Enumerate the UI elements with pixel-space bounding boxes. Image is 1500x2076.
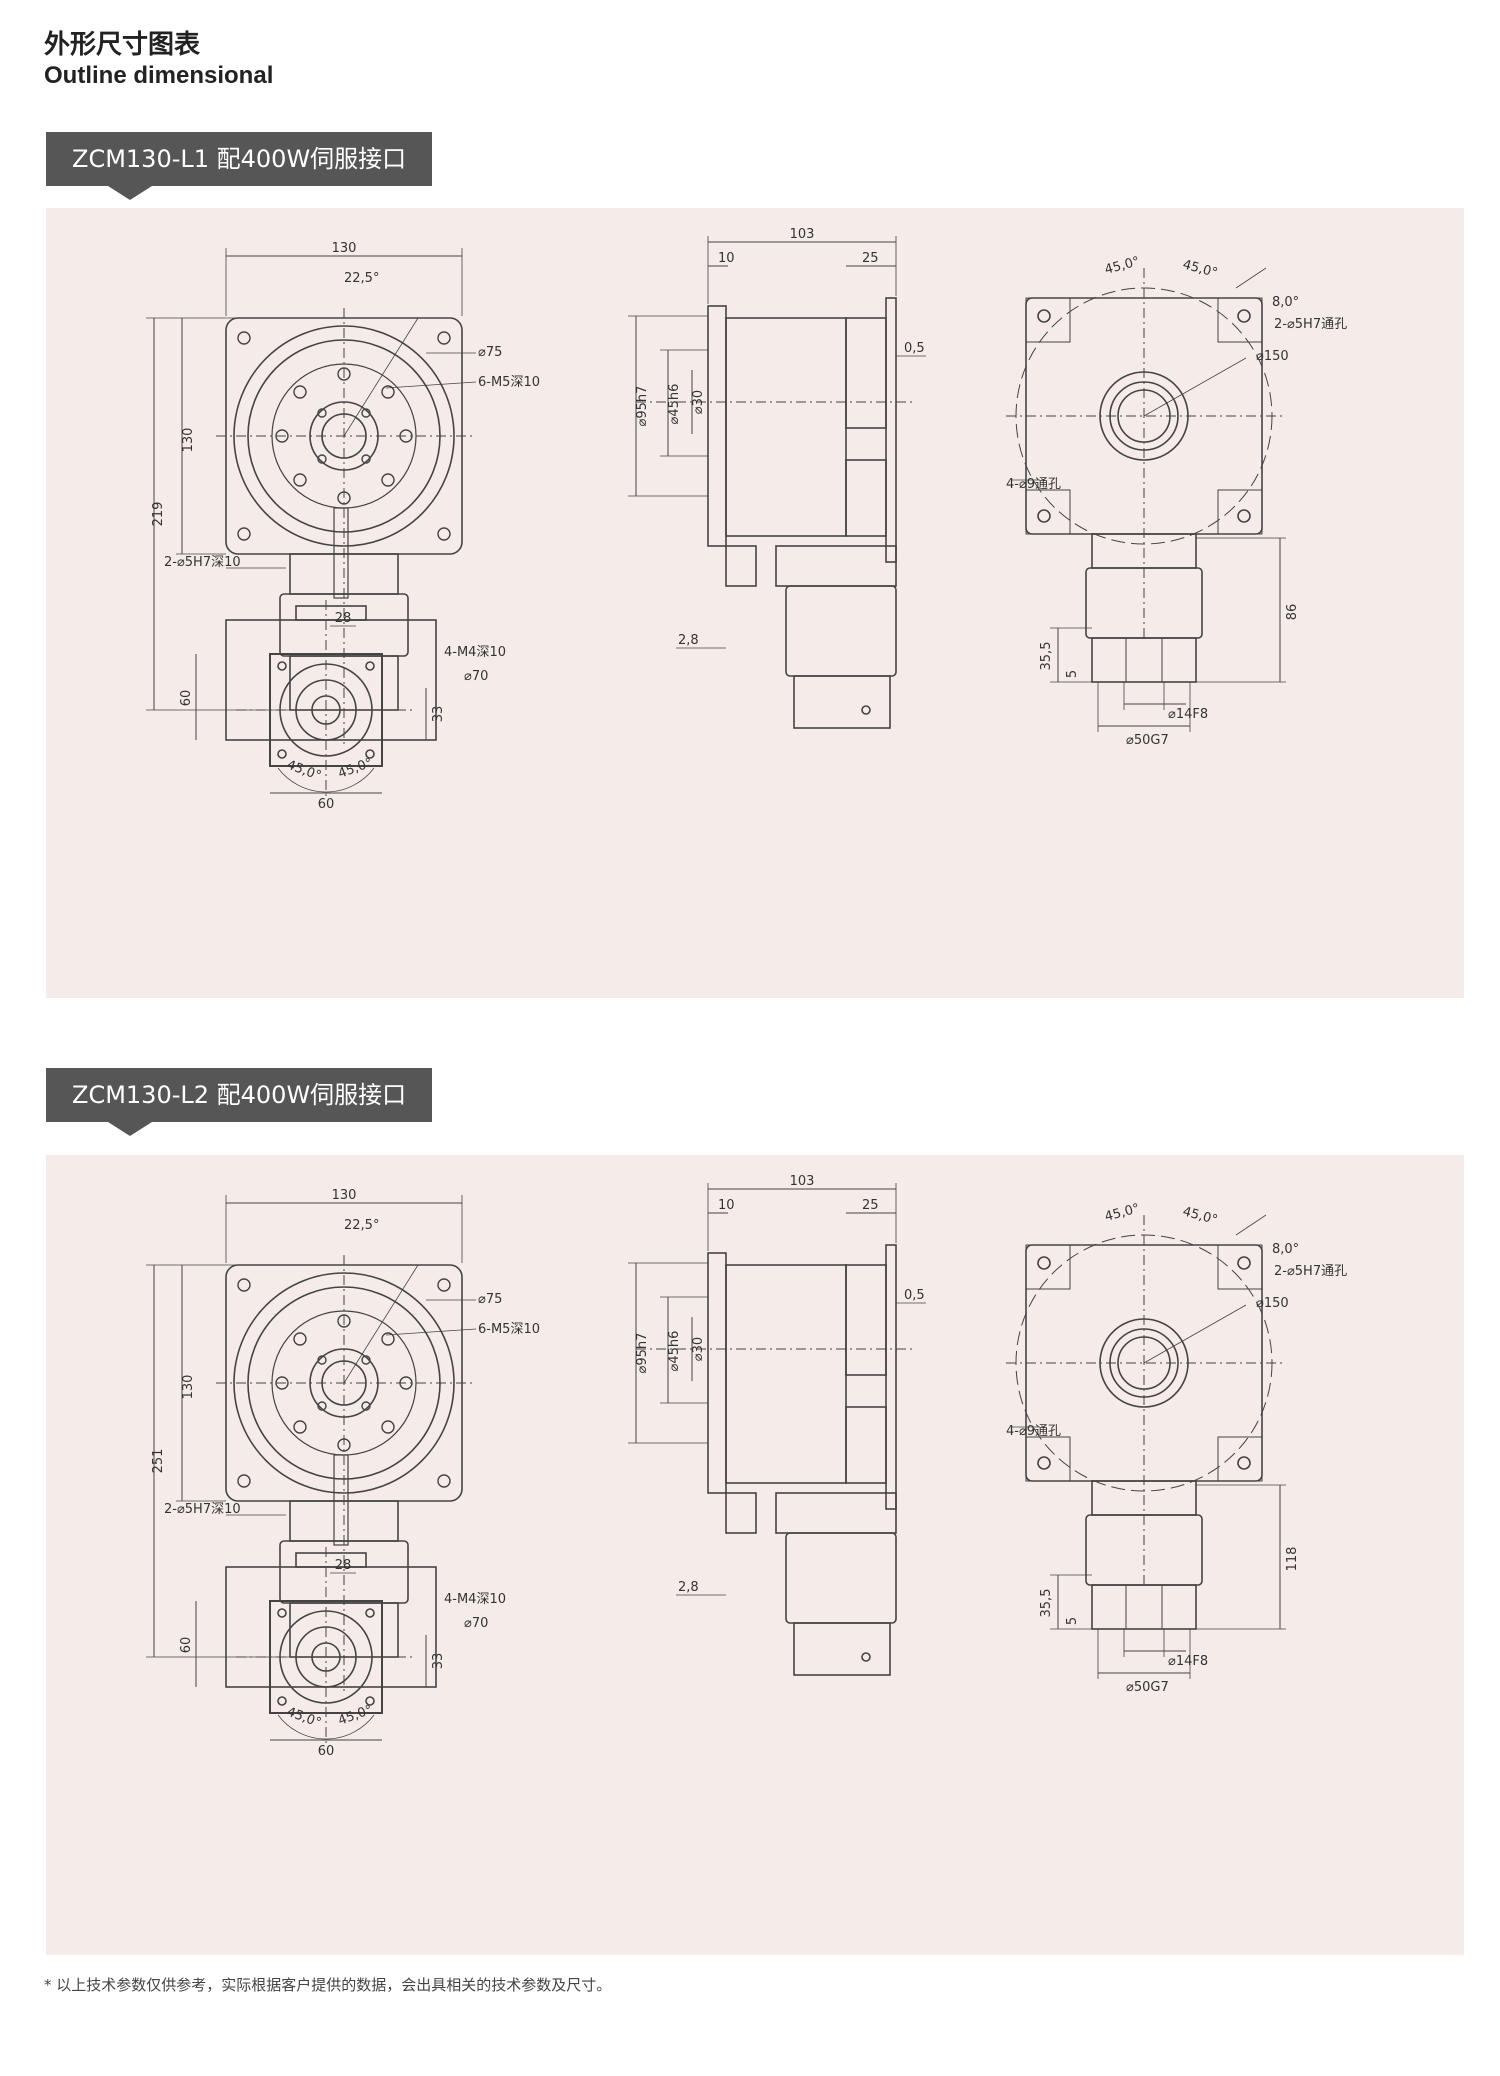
dim-height-total: 219 [151, 502, 166, 527]
dim-pin-holes: 2-⌀5H7深10 [164, 1502, 241, 1517]
technical-drawing: 130 22,5° ⌀75 6-M5深10 130 219 2-⌀5H7深10 … [146, 227, 1347, 812]
page-title-cn: 外形尺寸图表 [44, 30, 201, 60]
dim-pin-holes: 2-⌀5H7深10 [164, 555, 241, 570]
dim-width-28: 28 [335, 611, 352, 626]
dim-offset-2-8: 2,8 [678, 1580, 699, 1595]
dim-through-pin-holes: 2-⌀5H7通孔 [1274, 1264, 1347, 1279]
dim-height-60: 60 [179, 1637, 194, 1654]
dim-dia-30: ⌀30 [691, 1337, 706, 1361]
dim-width-130: 130 [332, 241, 357, 256]
dim-dia-75: ⌀75 [478, 345, 502, 360]
dim-length-25: 25 [862, 1198, 879, 1213]
side-view [628, 236, 926, 729]
dim-dia-50: ⌀50G7 [1126, 1680, 1169, 1695]
front-view [146, 248, 477, 748]
dim-m4-holes: 4-M4深10 [444, 1592, 506, 1607]
top-view [1006, 267, 1286, 732]
dim-35-5: 35,5 [1039, 1589, 1054, 1618]
dim-dia-95: ⌀95h7 [635, 1333, 650, 1374]
dim-dia-70: ⌀70 [464, 669, 488, 684]
dim-offset-2-8: 2,8 [678, 633, 699, 648]
section-2-label: ZCM130-L2 配400W伺服接口 [46, 1068, 433, 1136]
dim-length-10: 10 [718, 1198, 735, 1213]
dim-angle-45-bottom-right: 45,0° [336, 756, 374, 782]
front-view [146, 1195, 477, 1695]
dim-dia-30: ⌀30 [691, 390, 706, 414]
dim-dia-70: ⌀70 [464, 1616, 488, 1631]
dim-width-28: 28 [335, 1558, 352, 1573]
dim-height-33: 33 [431, 1653, 446, 1670]
dim-dia-75: ⌀75 [478, 1292, 502, 1307]
dim-height-33: 33 [431, 706, 446, 723]
dim-m4-holes: 4-M4深10 [444, 645, 506, 660]
bottom-view [195, 600, 437, 798]
dim-angle-45-left: 45,0° [1103, 1201, 1141, 1225]
technical-drawing: 130 22,5° ⌀75 6-M5深10 130 251 2-⌀5H7深10 … [146, 1174, 1347, 1759]
dim-height-130: 130 [181, 1375, 196, 1400]
side-view [628, 1183, 926, 1676]
dim-dia-150: ⌀150 [1256, 349, 1289, 364]
dim-length-10: 10 [718, 251, 735, 266]
top-view [1006, 1214, 1286, 1679]
bottom-view [195, 1547, 437, 1745]
dim-width-60: 60 [318, 1744, 335, 1759]
drawing-panel-1: 130 22,5° ⌀75 6-M5深10 130 219 2-⌀5H7深10 … [46, 208, 1464, 998]
dim-angle-22-5: 22,5° [344, 271, 379, 286]
dim-angle-8: 8,0° [1272, 295, 1299, 310]
dim-height-total: 251 [151, 1449, 166, 1474]
drawing-panel-2: 130 22,5° ⌀75 6-M5深10 130 251 2-⌀5H7深10 … [46, 1155, 1464, 1955]
dim-through-holes-9: 4-⌀9通孔 [1006, 477, 1061, 492]
dim-angle-45-left: 45,0° [1103, 254, 1141, 278]
dim-through-holes-9: 4-⌀9通孔 [1006, 1424, 1061, 1439]
dim-angle-45-bottom-right: 45,0° [336, 1703, 374, 1729]
dim-dia-50: ⌀50G7 [1126, 733, 1169, 748]
dim-angle-45-right: 45,0° [1181, 1204, 1219, 1228]
footnote: * 以上技术参数仅供参考，实际根据客户提供的数据，会出具相关的技术参数及尺寸。 [44, 1976, 612, 1994]
dim-angle-45-right: 45,0° [1181, 257, 1219, 281]
dim-dia-150: ⌀150 [1256, 1296, 1289, 1311]
dim-gap-0-5: 0,5 [904, 1288, 925, 1303]
dim-width-130: 130 [332, 1188, 357, 1203]
dim-length-103: 103 [790, 1174, 815, 1189]
dim-angle-22-5: 22,5° [344, 1218, 379, 1233]
dim-length-103: 103 [790, 227, 815, 242]
dim-shaft-height: 86 [1285, 604, 1300, 621]
dimension-labels: 130 22,5° ⌀75 6-M5深10 130 251 2-⌀5H7深10 … [151, 1174, 1347, 1759]
dim-dia-14: ⌀14F8 [1168, 707, 1208, 722]
dim-dia-14: ⌀14F8 [1168, 1654, 1208, 1669]
section-1-label: ZCM130-L1 配400W伺服接口 [46, 132, 433, 200]
dim-dia-45: ⌀45h6 [667, 384, 682, 425]
dim-height-60: 60 [179, 690, 194, 707]
dim-m5-holes: 6-M5深10 [478, 1322, 540, 1337]
page-title-en: Outline dimensional [44, 62, 274, 89]
dim-5: 5 [1065, 1617, 1080, 1625]
dim-height-130: 130 [181, 428, 196, 453]
dim-angle-8: 8,0° [1272, 1242, 1299, 1257]
dim-dia-45: ⌀45h6 [667, 1331, 682, 1372]
dim-through-pin-holes: 2-⌀5H7通孔 [1274, 317, 1347, 332]
dim-5: 5 [1065, 670, 1080, 678]
dimension-labels: 130 22,5° ⌀75 6-M5深10 130 219 2-⌀5H7深10 … [151, 227, 1347, 812]
dim-m5-holes: 6-M5深10 [478, 375, 540, 390]
dim-length-25: 25 [862, 251, 879, 266]
dim-gap-0-5: 0,5 [904, 341, 925, 356]
dim-shaft-height: 118 [1285, 1547, 1300, 1572]
dim-width-60: 60 [318, 797, 335, 812]
dim-35-5: 35,5 [1039, 642, 1054, 671]
dim-dia-95: ⌀95h7 [635, 386, 650, 427]
